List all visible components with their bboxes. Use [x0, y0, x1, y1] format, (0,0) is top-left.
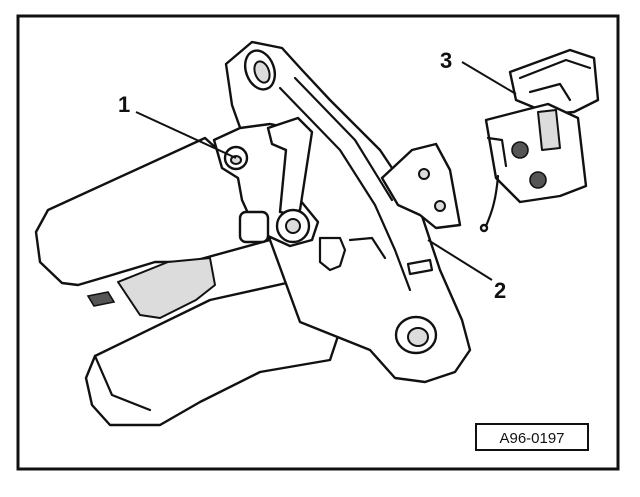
- leader-line-1: [135, 111, 237, 159]
- reference-box: [475, 423, 589, 451]
- reference-code: A96-0197: [499, 430, 564, 447]
- callout-3: 3: [440, 48, 452, 73]
- callout-1: 1: [118, 92, 130, 117]
- callout-2: 2: [494, 278, 506, 303]
- leader-line-3: [461, 61, 517, 95]
- lock-body: [34, 40, 472, 427]
- microswitch: [479, 48, 600, 233]
- mounting-plate: [380, 142, 462, 230]
- leader-line-2: [427, 239, 493, 281]
